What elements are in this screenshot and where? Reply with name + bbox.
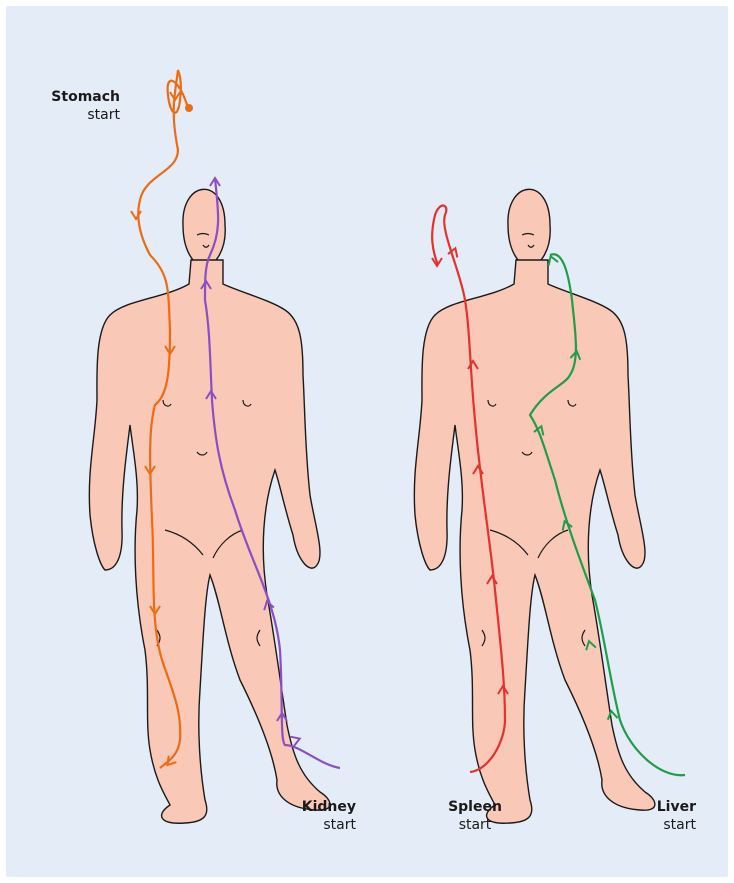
spleen-label-name: Spleen	[430, 798, 520, 816]
kidney-label-sub: start	[270, 816, 356, 834]
spleen-label-sub: start	[430, 816, 520, 834]
kidney-label-name: Kidney	[270, 798, 356, 816]
liver-start-label: Liver start	[610, 798, 696, 834]
liver-label-name: Liver	[610, 798, 696, 816]
liver-label-sub: start	[610, 816, 696, 834]
stomach-start-label: Stomach start	[30, 88, 120, 124]
spleen-start-label: Spleen start	[430, 798, 520, 834]
left-body-figure	[89, 189, 330, 823]
stomach-start-dot	[185, 104, 193, 112]
right-body-figure	[414, 189, 655, 823]
stomach-label-sub: start	[30, 106, 120, 124]
kidney-start-label: Kidney start	[270, 798, 356, 834]
stomach-label-name: Stomach	[30, 88, 120, 106]
